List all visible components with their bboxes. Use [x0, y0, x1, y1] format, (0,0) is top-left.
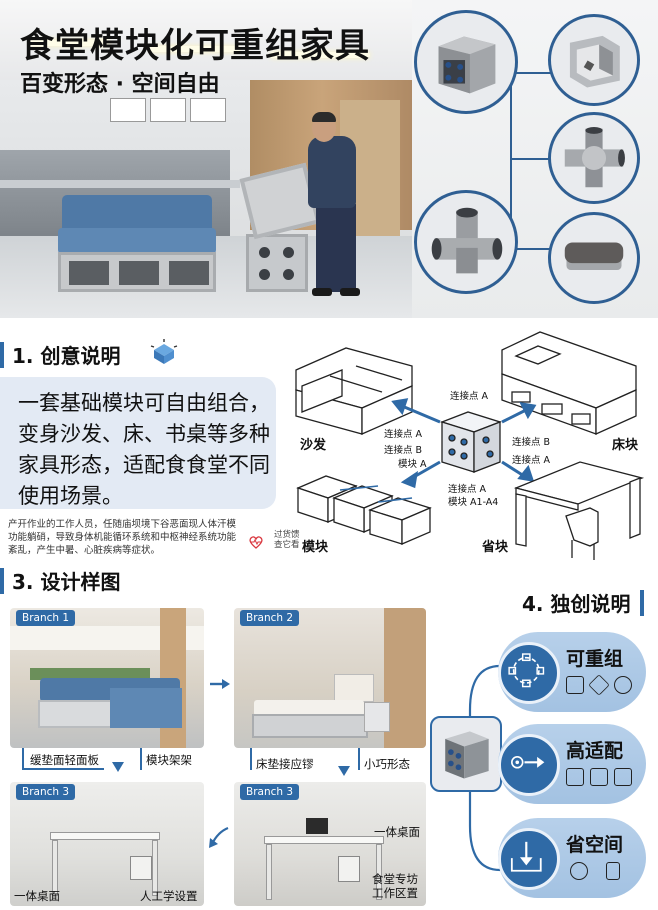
connector-line — [510, 72, 562, 74]
background-note: 产开作业的工作人员，任随庙坝境下谷恶面现人体汗模功能躺硝，导致身体机能循环系统和… — [8, 519, 237, 556]
bed-drawing — [501, 331, 637, 436]
open-frame-icon — [548, 14, 640, 106]
layers-icon — [614, 676, 632, 694]
frame-icon — [614, 768, 632, 786]
photo4-caption-bottom: 食堂专坊 工作区置 — [372, 872, 418, 900]
section1-title: 1. 创意说明 — [12, 344, 121, 368]
design-photo-2: Branch 2 — [234, 608, 426, 748]
page-subtitle: 百变形态 · 空间自由 — [20, 72, 220, 97]
annotation: 连接点 A — [384, 429, 423, 440]
curved-arrow-icon — [209, 826, 229, 848]
design-photo-1: Branch 1 — [10, 608, 204, 748]
connector-line — [510, 158, 562, 160]
sofa-back — [62, 195, 212, 233]
feature-title: 省空间 — [566, 834, 624, 856]
worker-shoe — [312, 288, 332, 296]
network-icon — [498, 642, 560, 704]
branch-tag: Branch 3 — [16, 784, 76, 800]
ceiling-light — [150, 46, 240, 52]
module-cube-drawing — [440, 411, 502, 473]
ceiling-light — [30, 40, 110, 46]
module-label: 模块 — [302, 540, 329, 555]
bed-label: 床块 — [612, 438, 639, 453]
annotation: 连接点 A — [512, 455, 551, 466]
connector-line — [510, 248, 562, 250]
feature-title: 可重组 — [566, 648, 624, 670]
sofa-label: 沙发 — [300, 438, 327, 453]
target-arrow-icon — [498, 734, 560, 796]
design-photo-4: Branch 3 — [234, 782, 426, 906]
worker-shoe — [340, 288, 360, 296]
counter-top — [0, 180, 240, 188]
caption-line — [140, 748, 142, 770]
photo2-caption-right: 小巧形态 — [364, 757, 410, 771]
annotation: 模块 A — [398, 459, 427, 470]
photo4-caption-top: 一体桌面 — [374, 825, 420, 839]
module-cube-icon — [430, 716, 502, 792]
heart-pulse-icon — [249, 536, 263, 549]
caption-line — [22, 748, 24, 770]
menu-board — [150, 98, 186, 122]
cross-joint-icon — [548, 112, 640, 204]
branch-tag: Branch 3 — [240, 784, 300, 800]
section3-heading: 3. 设计样图 — [0, 566, 120, 595]
section3-title: 3. 设计样图 — [12, 570, 121, 594]
description-box — [0, 377, 276, 509]
caption-line — [250, 748, 252, 770]
layers-icon — [570, 862, 588, 880]
feature-title: 高适配 — [566, 740, 624, 762]
sofa-seat — [58, 228, 216, 254]
annotation: 连接点 A — [448, 484, 487, 495]
ceiling-light — [270, 52, 370, 58]
connector-line — [510, 72, 512, 248]
section1-heading: 1. 创意说明 — [0, 340, 120, 369]
menu-board — [190, 98, 226, 122]
worker-legs — [316, 204, 356, 292]
grid-icon — [566, 676, 584, 694]
module-diagram — [295, 331, 645, 560]
photo1-caption-left: 缓垫面轻面板 — [30, 753, 99, 767]
photo3-caption-left: 一体桌面 — [14, 889, 60, 903]
annotation: 连接点 A — [450, 391, 489, 402]
down-arrow-icon — [338, 766, 350, 776]
branch-tag: Branch 2 — [240, 610, 300, 626]
tiny-label: 过货馈 查它看 — [274, 530, 300, 550]
annotation: 连接点 B — [512, 437, 551, 448]
direction-arrows — [391, 398, 537, 489]
down-arrow-icon — [112, 762, 124, 772]
lightbulb-icon — [150, 339, 178, 364]
design-photo-3: Branch 3 — [10, 782, 204, 906]
caption-line — [358, 748, 360, 770]
caption-line — [22, 768, 104, 770]
desk-drawing — [513, 461, 645, 560]
photo1-caption-right: 模块架架 — [146, 753, 192, 767]
chart-icon — [566, 768, 584, 786]
t-joint-icon — [414, 190, 518, 294]
page-title: 食堂模块化可重组家具 — [20, 26, 370, 66]
module-cube — [246, 234, 308, 292]
photo3-caption-right: 人工学设置 — [140, 889, 198, 903]
annotation: 模块 A1-A4 — [448, 497, 499, 508]
gear-icon — [590, 768, 608, 786]
sofa-base — [58, 252, 216, 292]
sofa-drawing — [295, 347, 413, 435]
worker-hair — [312, 112, 336, 122]
photo2-caption-left: 床垫接应镠 — [256, 757, 314, 771]
desk-label: 省块 — [482, 540, 509, 555]
menu-board — [110, 98, 146, 122]
description-text: 一套基础模块可自由组合，变身沙发、床、书桌等多种家具形态，适配食食堂不同使用场景… — [18, 391, 270, 508]
download-tray-icon — [498, 828, 560, 890]
phone-icon — [606, 862, 620, 880]
section4-heading: 4. 独创说明 — [522, 588, 645, 617]
right-arrow-icon — [210, 679, 230, 689]
worker-body — [308, 136, 356, 208]
annotation: 连接点 B — [384, 445, 423, 456]
cushion-pad-icon — [548, 212, 640, 304]
cube-module-icon — [414, 10, 518, 114]
section4-title: 4. 独创说明 — [522, 592, 631, 616]
branch-tag: Branch 1 — [16, 610, 76, 626]
module-chain-drawing — [296, 475, 432, 545]
